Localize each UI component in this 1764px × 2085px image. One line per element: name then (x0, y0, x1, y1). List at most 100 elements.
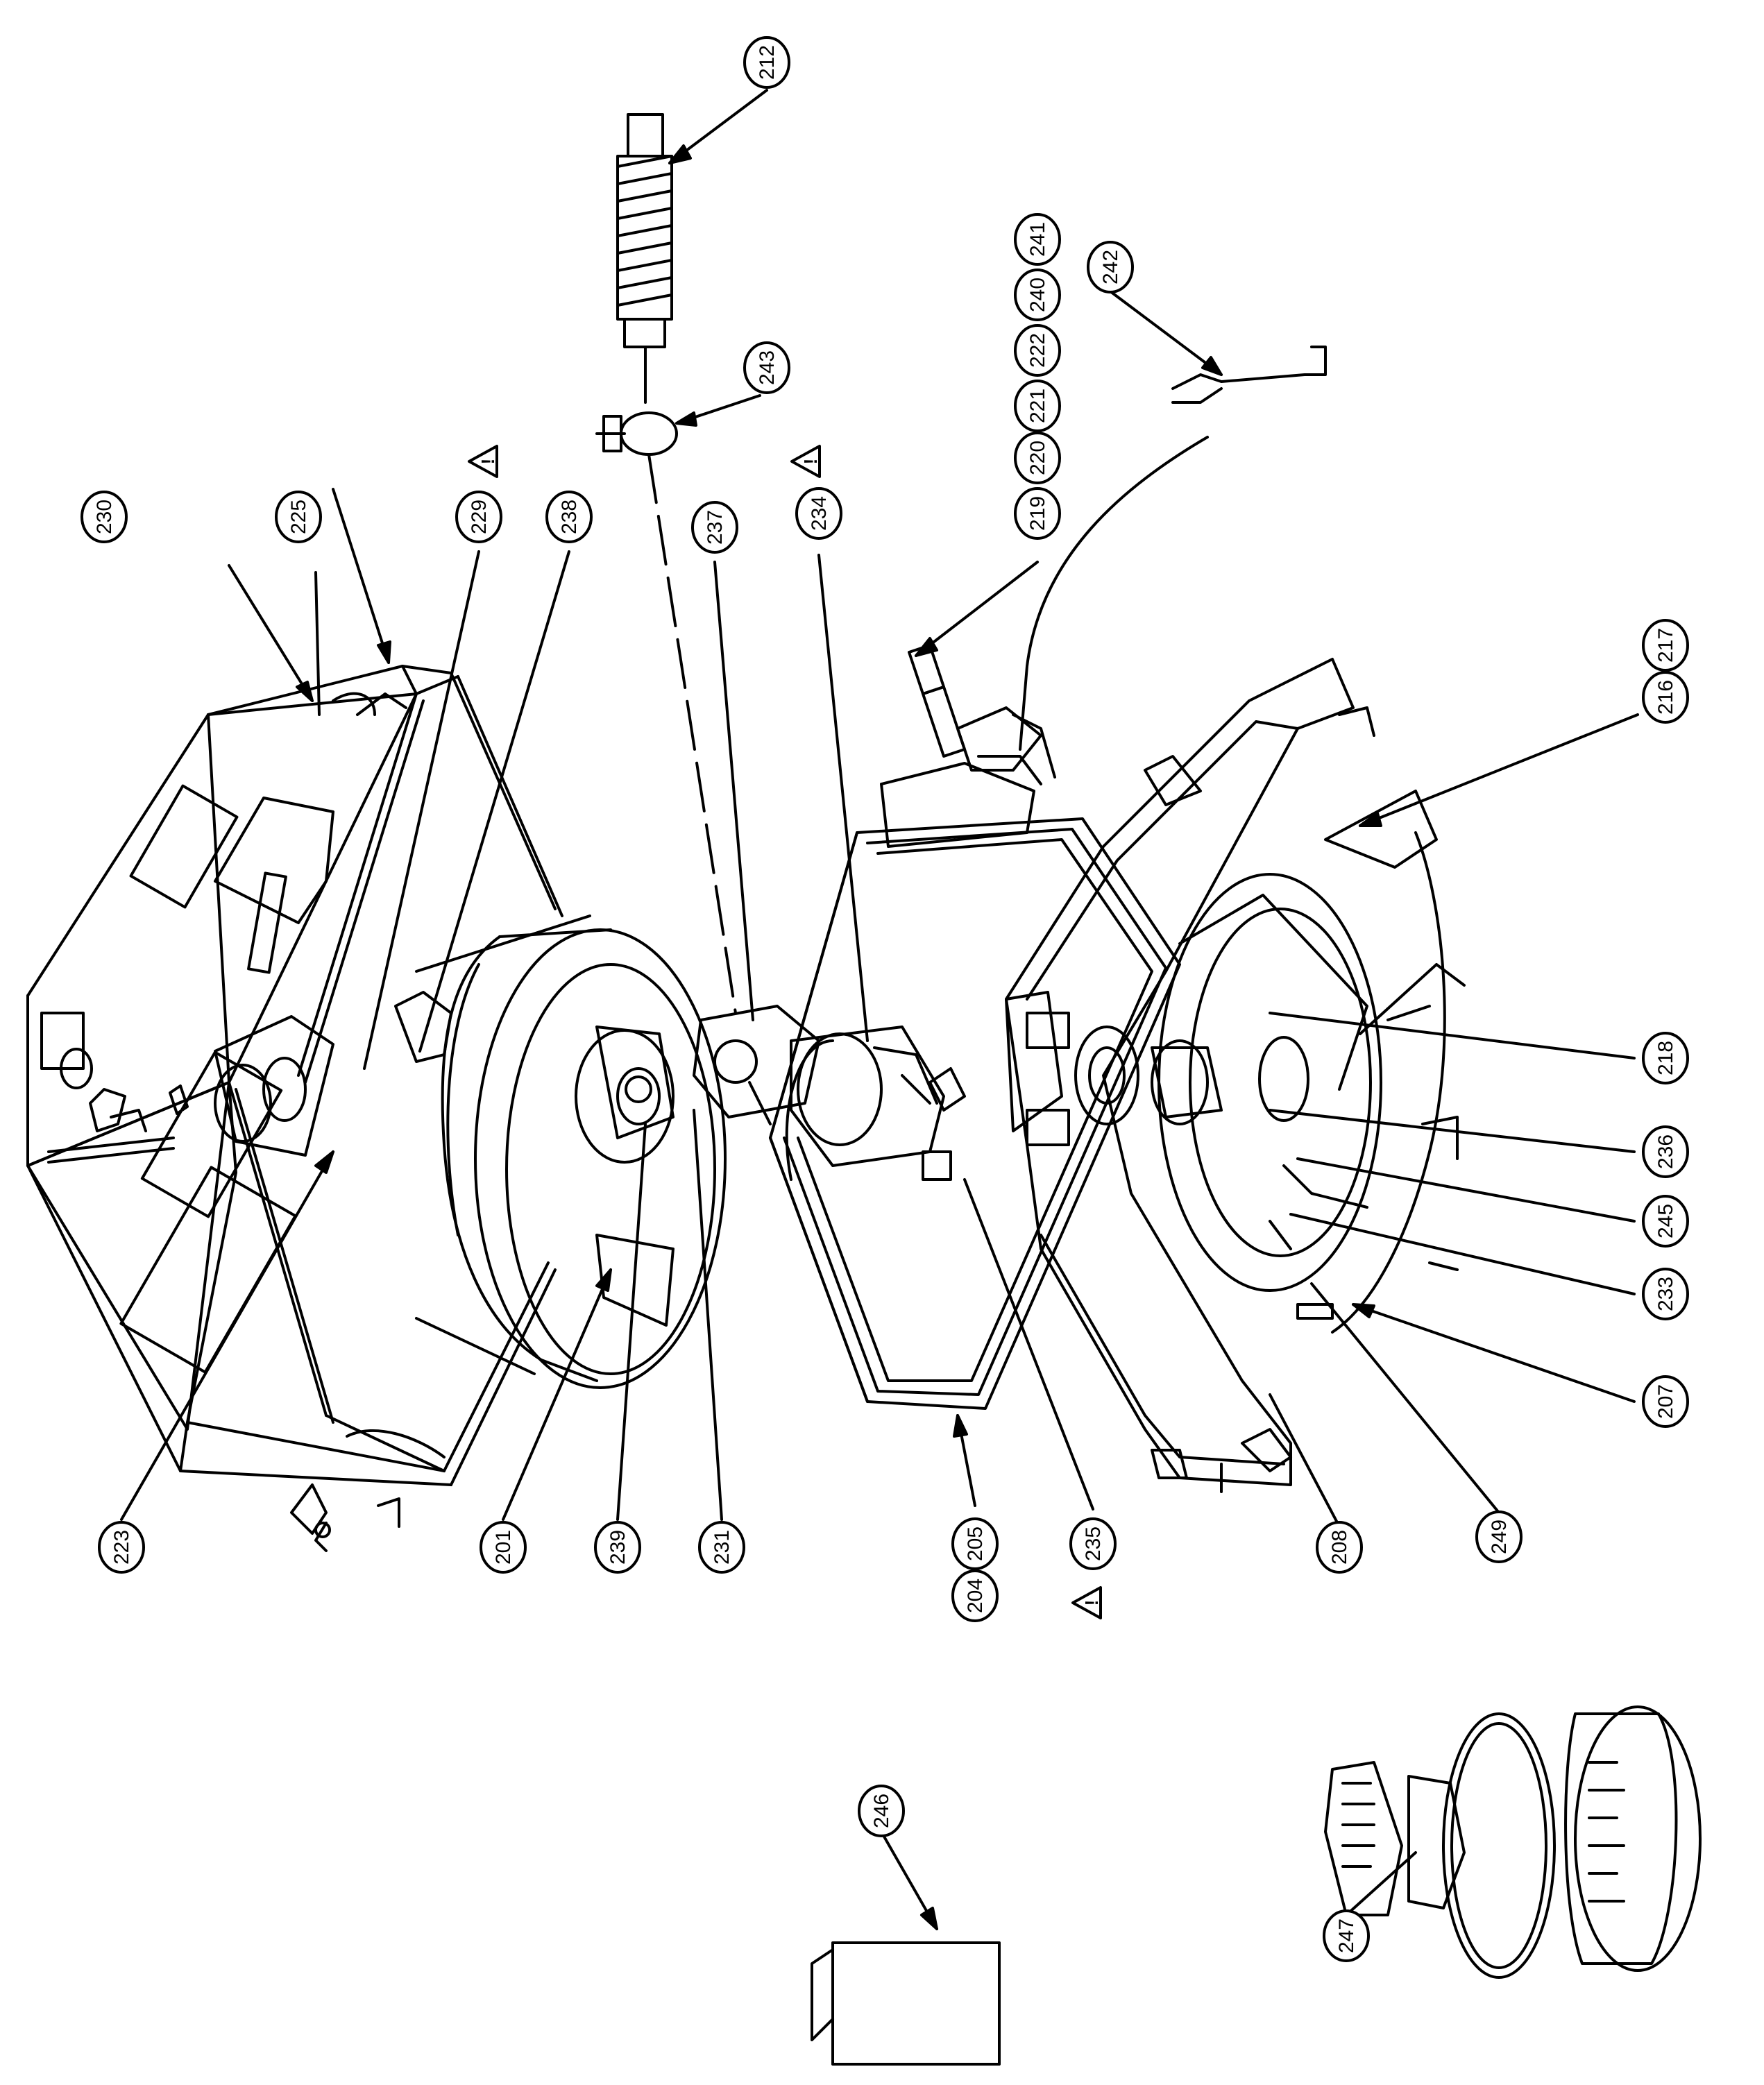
callout-bubble (691, 501, 738, 554)
callout-number: 246 (870, 1794, 893, 1828)
callout-bubble (1014, 324, 1061, 377)
callout-bubble (1642, 619, 1689, 672)
callout-231: 231 (698, 1521, 745, 1574)
callout-bubble (1316, 1521, 1363, 1574)
callout-bubble (1087, 241, 1134, 293)
callout-number: 245 (1654, 1204, 1677, 1239)
callout-number: 220 (1026, 441, 1049, 475)
float-switch-wire (1019, 346, 1327, 751)
callout-bubble (1014, 213, 1061, 266)
callout-237: 237 (691, 501, 738, 554)
warning-mark: ! (477, 459, 498, 465)
callout-bubble (1014, 432, 1061, 484)
callout-number: 236 (1654, 1134, 1677, 1169)
callout-number: 201 (492, 1530, 515, 1565)
callout-219: 219 (1014, 487, 1061, 540)
callout-247: 247 (1323, 1909, 1370, 1962)
callout-bubble (545, 491, 593, 543)
callout-number: 247 (1335, 1918, 1358, 1953)
callout-number: 239 (607, 1530, 629, 1565)
callout-bubble (1642, 1125, 1689, 1178)
callout-bubble (698, 1521, 745, 1574)
callout-number: 243 (756, 350, 779, 385)
callout-236: 236 (1642, 1125, 1689, 1178)
callout-number: 223 (110, 1530, 133, 1565)
callout-222: 222 (1014, 324, 1061, 377)
callout-bubble (480, 1521, 527, 1574)
callout-230: 230 (80, 491, 128, 543)
callout-240: 240 (1014, 269, 1061, 321)
callout-bubble (1642, 1375, 1689, 1428)
cabinet-casing (26, 665, 563, 1552)
callout-216: 216 (1642, 671, 1689, 724)
callout-208: 208 (1316, 1521, 1363, 1574)
callout-205: 205 (951, 1517, 999, 1570)
callout-number: 207 (1654, 1384, 1677, 1419)
callout-204: 204 (951, 1569, 999, 1622)
callout-number: 205 (964, 1526, 987, 1561)
callout-number: 216 (1654, 680, 1677, 715)
callout-212: 212 (743, 36, 790, 89)
callout-bubble (1642, 1032, 1689, 1084)
callout-bubble (795, 487, 842, 540)
callout-233: 233 (1642, 1268, 1689, 1320)
warning-mark: ! (1081, 1600, 1102, 1606)
guide-dash-line (647, 453, 737, 1014)
callout-number: 218 (1654, 1041, 1677, 1075)
callout-218: 218 (1642, 1032, 1689, 1084)
callout-245: 245 (1642, 1195, 1689, 1248)
callout-number: 231 (711, 1530, 733, 1565)
callout-249: 249 (1475, 1510, 1523, 1563)
callout-bubble (743, 36, 790, 89)
callout-bubble (1069, 1517, 1117, 1570)
callout-number: 221 (1026, 389, 1049, 423)
callout-bubble (1475, 1510, 1523, 1563)
callout-number: 208 (1328, 1530, 1351, 1565)
callout-223: 223 (98, 1521, 145, 1574)
callout-bubble (951, 1569, 999, 1622)
callout-235: 235 (1069, 1517, 1117, 1570)
callout-bubble (275, 491, 322, 543)
callout-number: 217 (1654, 628, 1677, 663)
callout-bubble (951, 1517, 999, 1570)
fan-wheel (415, 914, 727, 1389)
callout-number: 237 (704, 510, 727, 545)
callout-221: 221 (1014, 380, 1061, 432)
callout-242: 242 (1087, 241, 1134, 293)
callout-number: 238 (558, 500, 581, 534)
warning-triangle-1: ! (468, 445, 498, 478)
lower-frame (1005, 658, 1466, 1493)
callout-number: 204 (964, 1578, 987, 1613)
callout-201: 201 (480, 1521, 527, 1574)
callout-220: 220 (1014, 432, 1061, 484)
callout-bubble (743, 341, 790, 394)
drain-pump-piping (880, 644, 1056, 848)
callout-246: 246 (858, 1785, 905, 1837)
callout-number: 212 (756, 45, 779, 80)
callout-number: 249 (1488, 1520, 1511, 1554)
callout-bubble (1014, 380, 1061, 432)
callout-238: 238 (545, 491, 593, 543)
instruction-sheet (811, 1941, 1001, 2066)
warning-triangle-3: ! (1071, 1586, 1102, 1619)
callout-bubble (594, 1521, 641, 1574)
callout-number: 235 (1082, 1526, 1105, 1561)
callout-number: 240 (1026, 278, 1049, 312)
callout-number: 229 (468, 500, 491, 534)
callout-bubble (98, 1521, 145, 1574)
callout-bubble (455, 491, 502, 543)
callout-bubble (1014, 487, 1061, 540)
callout-bubble (1642, 1268, 1689, 1320)
callout-bubble (858, 1785, 905, 1837)
motor-assembly (693, 1005, 945, 1181)
callout-bubble (1642, 671, 1689, 724)
callout-234: 234 (795, 487, 842, 540)
warning-triangle-2: ! (790, 445, 821, 478)
sensor-panel-parts (1324, 1705, 1702, 1979)
callout-bubble (1323, 1909, 1370, 1962)
callout-207: 207 (1642, 1375, 1689, 1428)
callout-bubble (1642, 1195, 1689, 1248)
callout-number: 234 (808, 496, 831, 531)
callout-number: 225 (287, 500, 310, 534)
